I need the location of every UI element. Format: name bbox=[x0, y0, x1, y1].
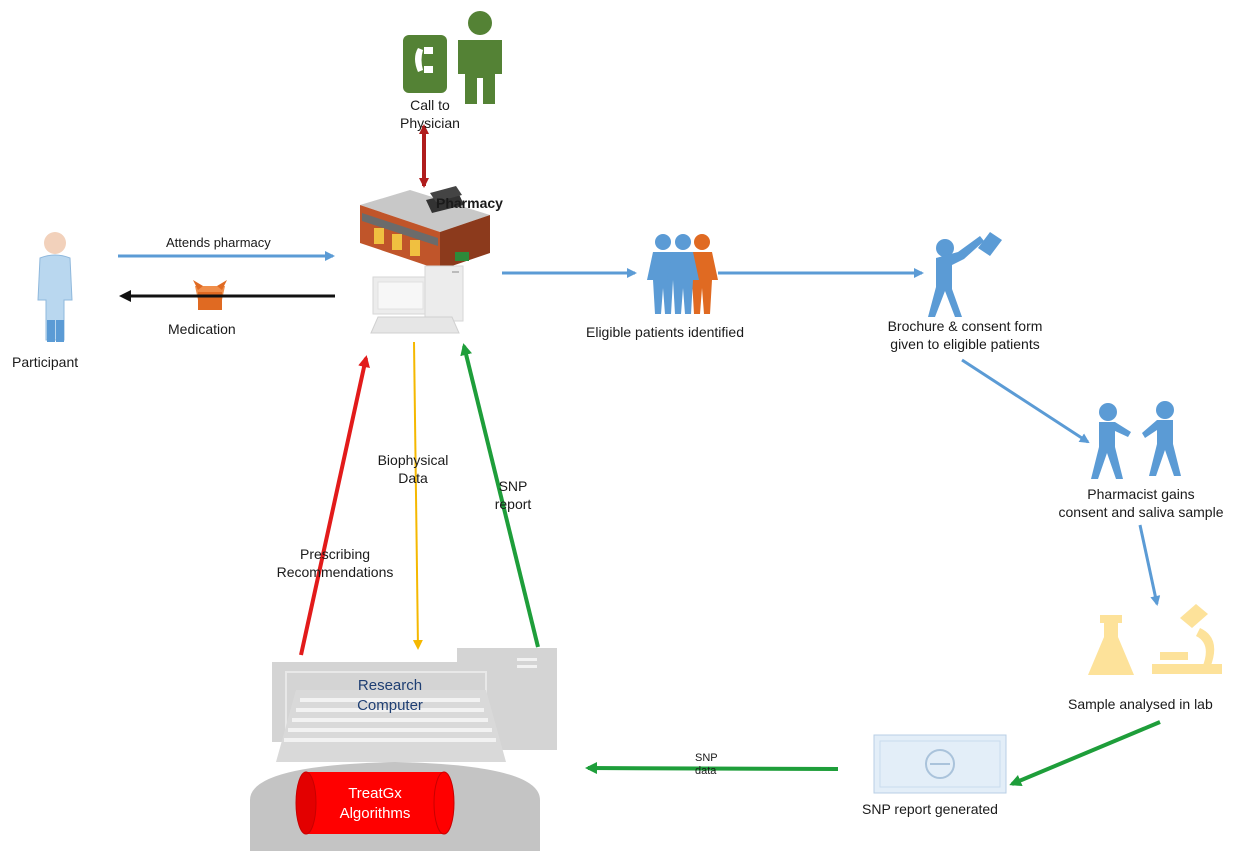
arrow-to-report bbox=[1009, 720, 1161, 787]
snp-report-generated-label: SNP report generated bbox=[862, 801, 998, 817]
people-group-icon bbox=[647, 234, 718, 314]
biophysical-line-1: Biophysical bbox=[377, 452, 449, 468]
biophysical-data-label: Biophysical Data bbox=[368, 451, 458, 487]
participant-label: Participant bbox=[12, 354, 79, 370]
snp-data-line-1: SNP bbox=[695, 752, 718, 764]
handshake-icon bbox=[1091, 401, 1181, 479]
research-computer-label: Research Computer bbox=[340, 676, 440, 716]
research-computer-line-1: Research bbox=[357, 677, 423, 694]
treatgx-line-1: TreatGx bbox=[348, 785, 402, 802]
pharmacy-store-icon bbox=[360, 186, 490, 270]
pharmacist-label: Pharmacist gains consent and saliva samp… bbox=[1040, 485, 1242, 521]
presenter-icon bbox=[928, 232, 1002, 317]
person-figure-icon bbox=[37, 232, 73, 342]
microscope-icon bbox=[1152, 604, 1222, 674]
eligible-patients-label: Eligible patients identified bbox=[586, 324, 744, 340]
cylinder-icon bbox=[295, 771, 455, 835]
call-physician-line-1: Call to bbox=[410, 97, 450, 113]
snp-report-line-2: report bbox=[494, 496, 532, 512]
snp-data-label: SNP data bbox=[695, 752, 718, 778]
snp-data-line-2: data bbox=[695, 765, 717, 777]
attends-pharmacy-label: Attends pharmacy bbox=[166, 235, 271, 250]
treatgx-label: TreatGx Algorithms bbox=[320, 784, 430, 824]
phone-icon bbox=[403, 35, 447, 93]
call-physician-label: Call to Physician bbox=[390, 96, 470, 132]
arrow-to-lab bbox=[1138, 524, 1161, 606]
treatgx-line-2: Algorithms bbox=[339, 805, 411, 822]
pharmacy-label: Pharmacy bbox=[436, 195, 503, 211]
lab-label: Sample analysed in lab bbox=[1068, 696, 1213, 712]
flask-icon bbox=[1088, 615, 1134, 675]
snp-report-edge-label: SNP report bbox=[478, 477, 548, 513]
call-physician-line-2: Physician bbox=[400, 115, 460, 131]
arrow-snp-report bbox=[460, 343, 540, 648]
prescribing-line-2: Recommendations bbox=[276, 564, 394, 580]
brochure-label: Brochure & consent form given to eligibl… bbox=[865, 317, 1065, 353]
snp-report-line-1: SNP bbox=[498, 478, 528, 494]
arrow-biophysical bbox=[412, 341, 423, 650]
brochure-line-1: Brochure & consent form bbox=[887, 318, 1043, 334]
medication-label: Medication bbox=[168, 321, 236, 337]
physician-icon bbox=[458, 11, 502, 104]
arrow-snp-data bbox=[585, 762, 839, 775]
prescribing-label: Prescribing Recommendations bbox=[255, 545, 415, 581]
biophysical-line-2: Data bbox=[398, 470, 428, 486]
banknote-icon bbox=[873, 734, 1007, 794]
arrow-prescribing bbox=[299, 355, 370, 656]
brochure-line-2: given to eligible patients bbox=[890, 336, 1040, 352]
pharmacist-line-1: Pharmacist gains bbox=[1087, 486, 1195, 502]
research-computer-line-2: Computer bbox=[357, 697, 423, 714]
prescribing-line-1: Prescribing bbox=[299, 546, 371, 562]
computer-icon bbox=[370, 265, 464, 334]
pharmacist-line-2: consent and saliva sample bbox=[1058, 504, 1224, 520]
arrow-to-pharmacist bbox=[961, 358, 1090, 444]
